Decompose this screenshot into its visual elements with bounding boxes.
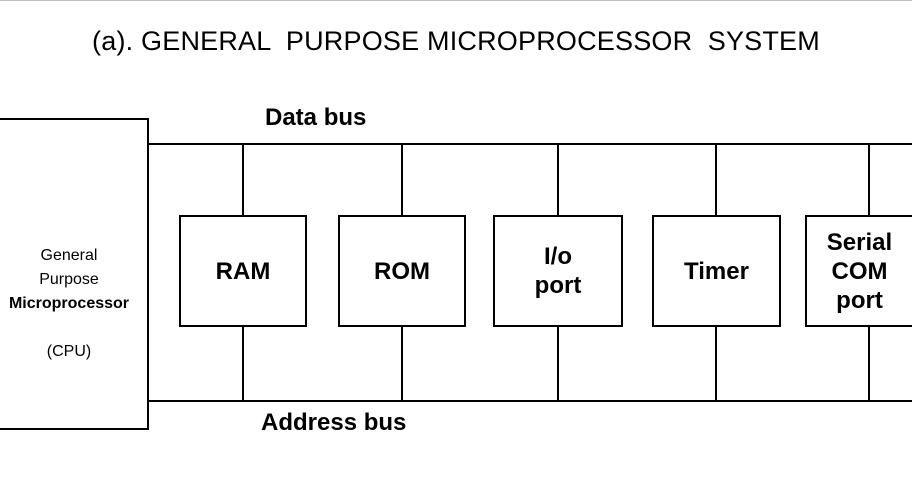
cpu-label-line-2: Purpose [39,271,99,288]
data-bus-label: Data bus [265,104,367,131]
serial-com-port-label-line-2: COM [831,257,888,285]
io-port-block: I/o port [493,215,623,327]
diagram-title: (a). GENERAL PURPOSE MICROPROCESSOR SYST… [92,26,820,56]
serial-com-port-label-line-3: port [836,286,883,314]
cpu-label-line-1: General [40,247,98,264]
cpu-label-line-3: Microprocessor [8,295,130,312]
ram-label: RAM [215,257,271,285]
io-port-label-line-1: I/o [544,243,572,270]
rom-label: ROM [374,257,430,285]
timer-label: Timer [684,257,749,285]
io-port-label-line-2: port [534,272,582,299]
top-divider [0,0,912,1]
cpu-label-line-4: (CPU) [46,343,92,360]
timer-block: Timer [652,215,781,327]
serial-com-port-label-line-1: Serial [826,228,893,256]
address-bus-label: Address bus [261,409,407,436]
serial-com-port-block: Serial COM port [805,215,912,327]
rom-block: ROM [338,215,466,327]
ram-block: RAM [179,215,307,327]
cpu-block: General Purpose Microprocessor (CPU) [0,118,149,430]
